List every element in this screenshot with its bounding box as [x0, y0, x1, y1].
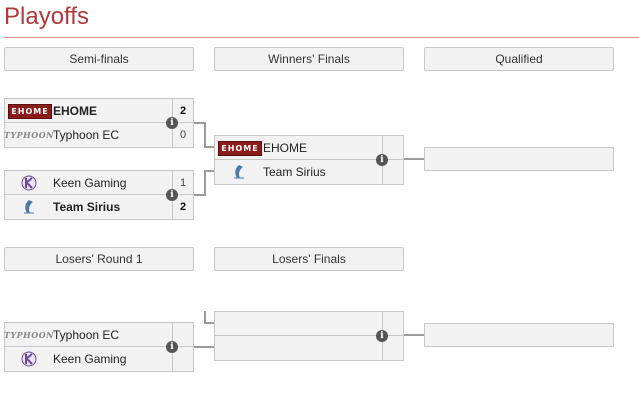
- match-winners-final[interactable]: EHOME EHOME Team Sirius i: [214, 135, 404, 185]
- match-slot-typhoon[interactable]: TYPHOON Typhoon EC: [4, 323, 193, 347]
- match-slot-empty-bottom[interactable]: [215, 336, 403, 360]
- round-header-winners-finals: Winners' Finals: [214, 47, 404, 71]
- page-title: Playoffs: [4, 3, 89, 30]
- match-slot-empty-top[interactable]: [215, 312, 403, 336]
- slot-divider: [5, 122, 193, 123]
- team-name: EHOME: [263, 141, 308, 155]
- ehome-logo: EHOME: [218, 140, 262, 156]
- team-score: 2: [172, 99, 193, 123]
- match-slot-keen[interactable]: Keen Gaming: [5, 347, 193, 371]
- info-icon[interactable]: i: [376, 330, 388, 342]
- connector-line: [204, 311, 206, 323]
- slot-divider: [215, 335, 403, 336]
- connector-line: [194, 122, 205, 124]
- slot-divider: [5, 194, 193, 195]
- info-icon[interactable]: i: [376, 154, 388, 166]
- slot-divider: [215, 159, 403, 160]
- connector-line: [204, 122, 206, 147]
- connector-line: [204, 171, 206, 196]
- team-name: EHOME: [53, 104, 98, 118]
- typhoon-logo: TYPHOON: [4, 330, 54, 340]
- round-header-qualified: Qualified: [424, 47, 614, 71]
- ehome-logo: EHOME: [8, 103, 52, 119]
- title-divider: [4, 37, 639, 38]
- qualified-slot-2[interactable]: [424, 323, 614, 347]
- info-icon[interactable]: i: [166, 189, 178, 201]
- connector-line: [404, 158, 424, 160]
- match-semi-final-2[interactable]: Keen Gaming 1 Team Sirius 2 i: [4, 170, 194, 220]
- team-score: 1: [172, 171, 193, 195]
- round-header-losers-finals: Losers' Finals: [214, 247, 404, 271]
- match-slot-sirius[interactable]: Team Sirius 2: [5, 195, 193, 219]
- typhoon-logo: TYPHOON: [4, 130, 54, 140]
- match-slot-sirius[interactable]: Team Sirius: [215, 160, 403, 184]
- match-slot-ehome[interactable]: EHOME EHOME: [215, 136, 403, 160]
- team-sirius-logo: [21, 200, 37, 214]
- keen-gaming-logo: [21, 351, 37, 367]
- team-name: Typhoon EC: [53, 328, 120, 342]
- team-score: 2: [172, 195, 193, 219]
- match-losers-round-1[interactable]: TYPHOON Typhoon EC Keen Gaming i: [4, 322, 194, 372]
- team-name: Typhoon EC: [53, 128, 120, 142]
- team-name: Keen Gaming: [53, 176, 127, 190]
- connector-line: [194, 346, 214, 348]
- match-slot-keen[interactable]: Keen Gaming 1: [5, 171, 193, 195]
- connector-line: [204, 170, 214, 172]
- connector-line: [204, 146, 214, 148]
- team-score: 0: [172, 123, 193, 147]
- team-name: Team Sirius: [53, 200, 121, 214]
- match-losers-final[interactable]: i: [214, 311, 404, 361]
- info-icon[interactable]: i: [166, 341, 178, 353]
- team-name: Team Sirius: [263, 165, 326, 179]
- qualified-slot-1[interactable]: [424, 147, 614, 171]
- round-header-semi-finals: Semi-finals: [4, 47, 194, 71]
- info-icon[interactable]: i: [166, 117, 178, 129]
- team-name: Keen Gaming: [53, 352, 127, 366]
- team-sirius-logo: [231, 165, 247, 179]
- match-slot-ehome[interactable]: EHOME EHOME 2: [5, 99, 193, 123]
- keen-gaming-logo: [21, 175, 37, 191]
- connector-line: [204, 322, 214, 324]
- slot-divider: [5, 346, 193, 347]
- match-slot-typhoon[interactable]: TYPHOON Typhoon EC 0: [4, 123, 193, 147]
- connector-line: [194, 194, 205, 196]
- connector-line: [404, 334, 424, 336]
- match-semi-final-1[interactable]: EHOME EHOME 2 TYPHOON Typhoon EC 0 i: [4, 98, 194, 148]
- round-header-losers-round-1: Losers' Round 1: [4, 247, 194, 271]
